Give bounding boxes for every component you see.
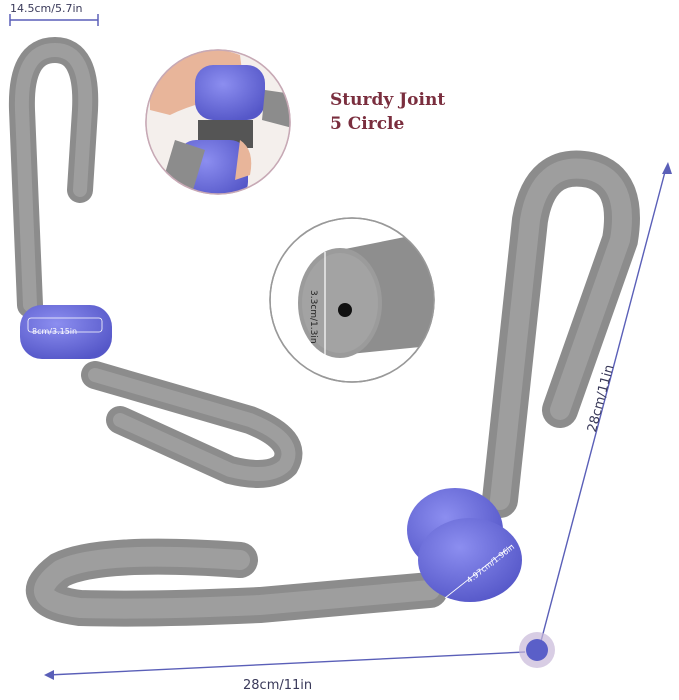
caption-line-2: 5 Circle (330, 114, 405, 134)
joint-width-label: 8cm/3.15in (32, 327, 78, 336)
left-trainer-joint (20, 305, 112, 359)
feature-caption: Sturdy Joint 5 Circle (330, 88, 445, 136)
length-dimension-right (539, 162, 672, 646)
right-trainer-joint (407, 488, 522, 602)
width-dimension-line (9, 14, 99, 26)
length-label-bottom: 28cm/11in (243, 678, 313, 693)
tube-crosssection-inset (269, 217, 435, 383)
right-trainer-upper-arm (482, 150, 640, 518)
width-label: 14.5cm/5.7in (10, 2, 83, 15)
right-trainer-lower-arm (26, 538, 448, 627)
joint-closeup-inset (145, 49, 291, 195)
tube-diameter-label: 3.3cm/1.3in (308, 290, 318, 344)
length-dimension-bottom (44, 651, 526, 680)
left-trainer-upper-arm (8, 36, 99, 318)
corner-marker (519, 632, 555, 668)
left-trainer-lower-arm (81, 361, 303, 488)
caption-line-1: Sturdy Joint (330, 90, 446, 110)
